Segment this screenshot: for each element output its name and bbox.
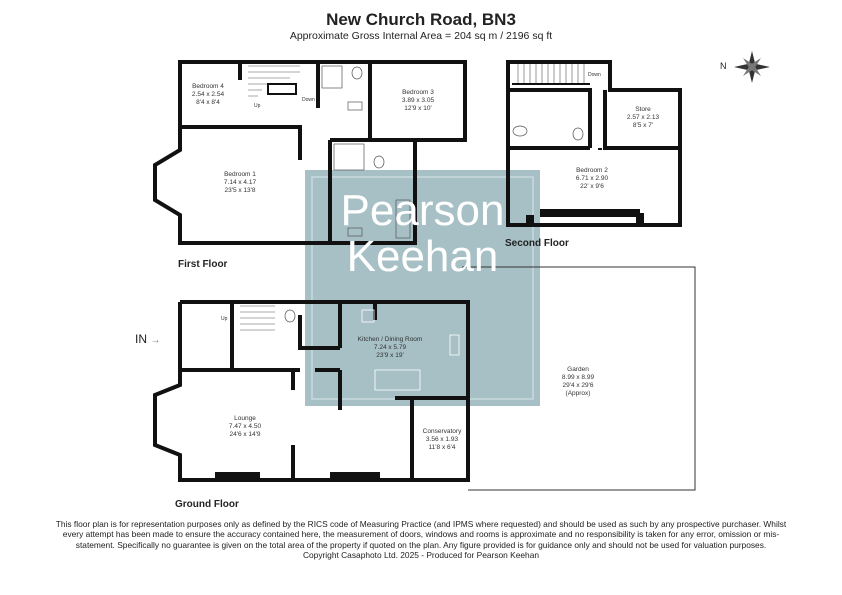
room-name: Store	[635, 106, 651, 113]
stairs-down-label: Down	[302, 97, 315, 103]
ground-floor-fixtures	[361, 309, 460, 391]
room-name: Garden	[567, 366, 589, 373]
ground-floor-walls	[153, 300, 470, 482]
second-floor-walls	[506, 60, 682, 227]
room-lounge: Lounge 7.47 x 4.50 24'6 x 14'9	[229, 415, 261, 439]
compass-north-label: N	[720, 61, 727, 71]
room-metric: 7.47 x 4.50	[228, 423, 262, 430]
room-name: Lounge	[234, 415, 256, 422]
ground-floor-toilet	[284, 309, 296, 323]
first-floor-walls	[153, 60, 467, 245]
room-metric: 8.99 x 8.99	[561, 374, 595, 381]
stairs-up-label: Up	[254, 103, 261, 109]
disclaimer-text: This floor plan is for representation pu…	[55, 519, 787, 550]
copyright-text: Copyright Casaphoto Ltd. 2025 - Produced…	[302, 550, 540, 561]
stairs-down-label: Down	[588, 72, 601, 78]
first-floor-fixtures	[321, 65, 411, 239]
watermark-line2: Keehan	[346, 232, 499, 281]
room-name: Kitchen / Dining Room	[357, 336, 423, 343]
ground-floor-label: Ground Floor	[175, 499, 239, 510]
first-floor-stairs	[248, 65, 300, 97]
second-floor-stairs	[512, 64, 590, 85]
footer: This floor plan is for representation pu…	[50, 519, 792, 561]
room-imperial: 8'5 x 7'	[632, 122, 654, 129]
room-kitchen-dining: Kitchen / Dining Room 7.24 x 5.79 23'9 x…	[358, 336, 423, 360]
room-conservatory: Conservatory 3.56 x 1.93 11'8 x 6'4	[423, 428, 462, 452]
room-store: Store 2.57 x 2.13 8'5 x 7'	[627, 106, 659, 130]
entrance-label: IN →	[135, 332, 160, 346]
watermark-line1: Pearson	[340, 186, 505, 235]
second-floor-label: Second Floor	[505, 238, 569, 249]
room-name: Bedroom 1	[224, 171, 256, 178]
room-metric: 3.89 x 3.05	[401, 97, 435, 104]
arrow-right-icon: →	[150, 335, 161, 346]
ground-floor-stairs	[240, 305, 275, 331]
room-metric: 3.56 x 1.93	[425, 436, 459, 443]
watermark-panel	[305, 170, 540, 406]
room-garden: Garden 8.99 x 8.99 29'4 x 29'6 (Approx)	[562, 366, 594, 398]
gross-area: Approximate Gross Internal Area = 204 sq…	[289, 30, 553, 42]
room-metric: 2.54 x 2.54	[191, 91, 225, 98]
room-note: (Approx)	[565, 390, 591, 397]
room-bedroom-2: Bedroom 2 6.71 x 2.90 22' x 9'6	[576, 167, 608, 191]
room-name: Conservatory	[422, 428, 462, 435]
room-bedroom-1: Bedroom 1 7.14 x 4.17 23'5 x 13'8	[224, 171, 256, 195]
entrance-text: IN	[135, 332, 147, 346]
room-bedroom-3: Bedroom 3 3.89 x 3.05 12'9 x 10'	[402, 89, 434, 113]
room-imperial: 8'4 x 8'4	[196, 99, 220, 106]
stairs-up-label: Up	[221, 316, 228, 322]
room-bedroom-4: Bedroom 4 2.54 x 2.54 8'4 x 8'4	[192, 83, 224, 107]
room-imperial: 11'8 x 6'4	[428, 444, 456, 451]
room-imperial: 23'9 x 19'	[376, 352, 404, 359]
room-metric: 7.14 x 4.17	[223, 179, 257, 186]
compass-icon	[734, 51, 770, 83]
room-imperial: 22' x 9'6	[580, 183, 604, 190]
room-metric: 7.24 x 5.79	[373, 344, 407, 351]
room-imperial: 12'9 x 10'	[404, 105, 432, 112]
room-imperial: 23'5 x 13'8	[224, 187, 256, 194]
room-imperial: 24'6 x 14'9	[229, 431, 261, 438]
page-title: New Church Road, BN3	[326, 10, 516, 29]
room-imperial: 29'4 x 29'6	[562, 382, 594, 389]
watermark-logo: Pearson Keehan	[305, 188, 540, 280]
room-name: Bedroom 4	[192, 83, 224, 90]
garden-outline	[462, 266, 696, 491]
first-floor-label: First Floor	[178, 259, 228, 270]
room-name: Bedroom 3	[402, 89, 434, 96]
room-metric: 6.71 x 2.90	[575, 175, 609, 182]
room-metric: 2.57 x 2.13	[626, 114, 660, 121]
room-name: Bedroom 2	[576, 167, 608, 174]
second-floor-fixtures	[512, 125, 584, 141]
